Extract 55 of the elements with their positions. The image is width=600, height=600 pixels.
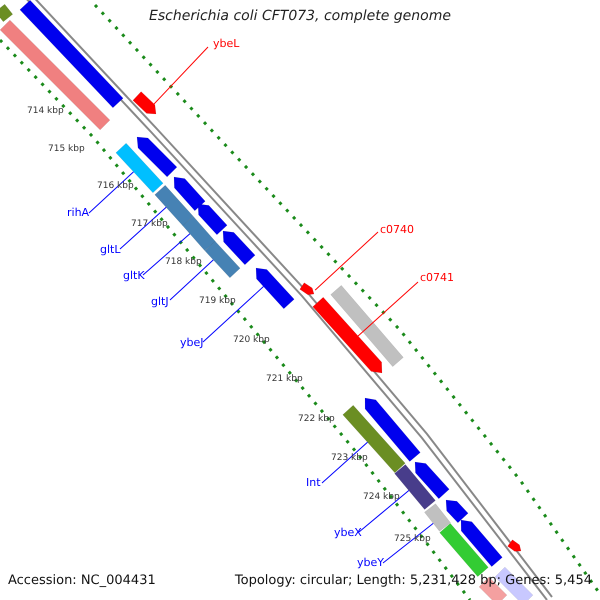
footer-text: Accession: NC_004431 (8, 574, 156, 588)
gene-label: ybeY (357, 557, 384, 570)
gene-feature (0, 4, 13, 22)
gene-label: c0741 (420, 272, 454, 284)
scale-label: 719 kbp (199, 297, 236, 307)
gene-feature (300, 282, 314, 295)
scale-label: 720 kbp (233, 336, 270, 346)
leader-line (202, 286, 264, 342)
leader-line (314, 232, 378, 291)
gene-label: ybeX (334, 527, 362, 540)
title: Escherichia coli CFT073, complete genome (149, 9, 451, 24)
scale-label: 718 kbp (165, 258, 202, 268)
leader-line (322, 442, 368, 484)
gene-feature (507, 540, 522, 552)
leader-line (358, 282, 418, 336)
gene-feature (0, 20, 110, 130)
scale-label: 725 kbp (394, 535, 431, 545)
gene-feature (446, 500, 468, 524)
scale-label: 723 kbp (331, 454, 368, 464)
leader-line (358, 490, 410, 532)
gene-feature (116, 142, 164, 194)
gene-label: gltK (123, 270, 145, 282)
leader-line (88, 171, 134, 214)
gene-feature (222, 230, 256, 266)
gene-feature (182, 216, 216, 251)
gene-feature (256, 268, 294, 309)
gene-feature (330, 285, 404, 367)
gene-label: ybeL (213, 38, 240, 50)
scale-label: 716 kbp (97, 182, 134, 192)
footer-text: Topology: circular; Length: 5,231,428 bp; Genes: 5,454 (234, 574, 592, 588)
gene-feature (312, 297, 382, 374)
gene-feature (174, 176, 206, 211)
gene-feature (136, 136, 178, 178)
gene-label: ybeJ (180, 337, 204, 350)
gene-label: rihA (67, 207, 90, 220)
scale-label: 721 kbp (266, 375, 303, 385)
leader-line (382, 522, 434, 564)
leader-line (142, 233, 190, 276)
gene-feature (204, 240, 240, 278)
gene-feature (198, 204, 228, 235)
gene-feature (414, 462, 450, 499)
scale-label: 717 kbp (131, 220, 168, 230)
gene-label: Int (306, 477, 321, 490)
leader-line (120, 206, 167, 250)
scale-label: 715 kbp (48, 145, 85, 155)
gene-label: gltL (100, 244, 120, 256)
scale-label: 714 kbp (27, 107, 64, 117)
gene-label: gltJ (151, 296, 169, 308)
scale-label: 722 kbp (298, 415, 335, 425)
gene-label: c0740 (380, 224, 414, 236)
leader-line (154, 46, 208, 104)
gene-feature (132, 91, 156, 114)
gene-feature (460, 520, 503, 567)
leader-line (170, 259, 214, 300)
gene-feature (424, 503, 451, 532)
